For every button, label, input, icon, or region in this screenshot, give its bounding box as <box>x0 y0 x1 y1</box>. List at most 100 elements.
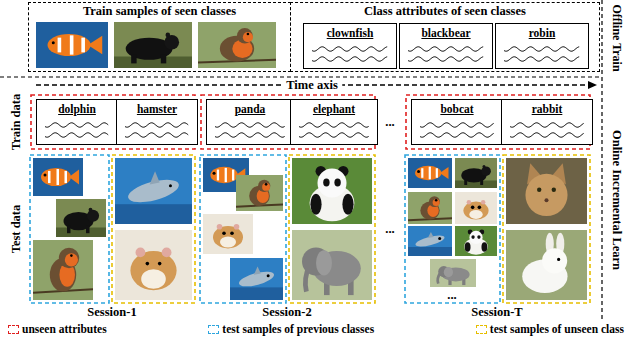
attribute-text-line <box>510 133 584 137</box>
robin-face <box>433 199 440 206</box>
legend-entry: test samples of previous classes <box>208 322 374 336</box>
attribute-box: blackbear <box>399 23 493 69</box>
previous-classes-box <box>30 155 109 303</box>
class-name: elephant <box>291 100 377 116</box>
legend-text: test samples of previous classes <box>222 322 374 336</box>
panda-arm <box>465 242 471 252</box>
photo-ground <box>203 214 253 254</box>
photo-ground <box>455 158 497 188</box>
class-name: bobcat <box>412 100 502 116</box>
section-label: Online Incremental Learn <box>610 130 624 270</box>
robin-eye <box>247 33 250 36</box>
hamster-eye <box>230 231 234 235</box>
axis-label: Time axis <box>282 78 342 92</box>
elephant-photo <box>292 230 372 300</box>
legend-text: unseen attributes <box>22 322 107 336</box>
fish-stripe <box>58 38 62 53</box>
bobcat-eye <box>537 187 541 191</box>
panda-photo <box>455 226 497 256</box>
panda-eye <box>477 235 480 239</box>
dolphin-eye <box>438 237 441 240</box>
fish-eye <box>417 170 420 173</box>
attribute-text-line <box>299 133 369 137</box>
unseen-class-box <box>112 155 195 303</box>
class-name: robin <box>496 24 588 40</box>
attribute-text-line <box>312 47 387 51</box>
photo-ground <box>230 258 283 300</box>
photo-ground <box>33 240 93 300</box>
legend-swatch <box>208 325 219 334</box>
fish-stripe <box>57 169 60 185</box>
elephant-body <box>313 251 361 286</box>
hamster-ear <box>162 248 172 258</box>
legend-swatch <box>476 325 487 334</box>
attribute-box: dolphin <box>36 99 118 145</box>
hamster-body <box>463 202 488 220</box>
attribute-squiggle <box>213 120 287 140</box>
hamster-ear <box>467 200 471 204</box>
robin-face <box>262 183 270 191</box>
bobcat-eye <box>552 187 556 191</box>
bear-ear <box>482 165 485 168</box>
panda-photo <box>292 158 372 224</box>
water <box>408 247 452 256</box>
hamster-belly <box>220 236 236 247</box>
class-name: dolphin <box>37 100 117 116</box>
dolphin-photo <box>408 226 452 256</box>
legend-entry: unseen attributes <box>8 322 107 336</box>
legend-entry: test samples of unseen class <box>476 322 624 336</box>
hamster-body <box>213 226 243 248</box>
attribute-text-line <box>420 123 494 127</box>
panda-eye <box>334 178 340 186</box>
attribute-squiggle <box>418 120 496 140</box>
bear-leg <box>131 54 136 63</box>
robin-eye <box>265 183 268 186</box>
class-name: rabbit <box>502 100 592 116</box>
robin-eye <box>70 254 73 257</box>
dolphin-fin <box>428 232 434 238</box>
rabbit-eye <box>557 258 560 261</box>
legend: unseen attributes test samples of previou… <box>8 322 624 336</box>
photo-ground <box>115 230 192 300</box>
attribute-squiggle <box>508 120 586 140</box>
hamster-ear <box>234 224 240 230</box>
attribute-text-line <box>45 123 108 127</box>
photo-ground <box>36 22 108 68</box>
robin-head <box>429 196 440 207</box>
previous-classes-box <box>200 155 286 303</box>
ellipsis: ... <box>447 288 456 302</box>
photo-ground <box>455 226 497 256</box>
attribute-squiggle <box>43 120 111 140</box>
photo-ground <box>56 199 106 237</box>
fish-stripe <box>421 168 423 178</box>
attribute-squiggle <box>297 120 371 140</box>
hamster-eye <box>471 206 475 210</box>
attribute-box: rabbit <box>501 99 593 145</box>
fish-body <box>415 166 441 180</box>
hamster-photo <box>455 192 497 224</box>
attribute-text-line <box>299 123 369 127</box>
group-heading: Class attributes of seen classes <box>291 3 599 19</box>
attribute-text-line <box>420 133 494 137</box>
group-box: Train samples of seen classes <box>28 2 291 72</box>
hamster-photo <box>115 230 192 300</box>
photo-ground <box>455 192 497 224</box>
photo-ground <box>506 230 587 300</box>
panda-arm <box>342 194 353 215</box>
fish-body <box>41 168 71 186</box>
dolphin-fin <box>254 266 261 274</box>
panda-head <box>317 169 346 198</box>
attribute-text-line <box>125 123 188 127</box>
fish-body <box>48 34 91 56</box>
elephant-ear <box>316 250 332 275</box>
hamster-ear <box>217 224 223 230</box>
water <box>115 204 192 224</box>
attribute-text-line <box>215 123 285 127</box>
fish-photo <box>33 158 83 196</box>
attribute-text-line <box>408 47 483 51</box>
photo-ground <box>408 158 452 188</box>
fish-stripe <box>81 38 85 53</box>
panda-arm <box>481 242 487 252</box>
